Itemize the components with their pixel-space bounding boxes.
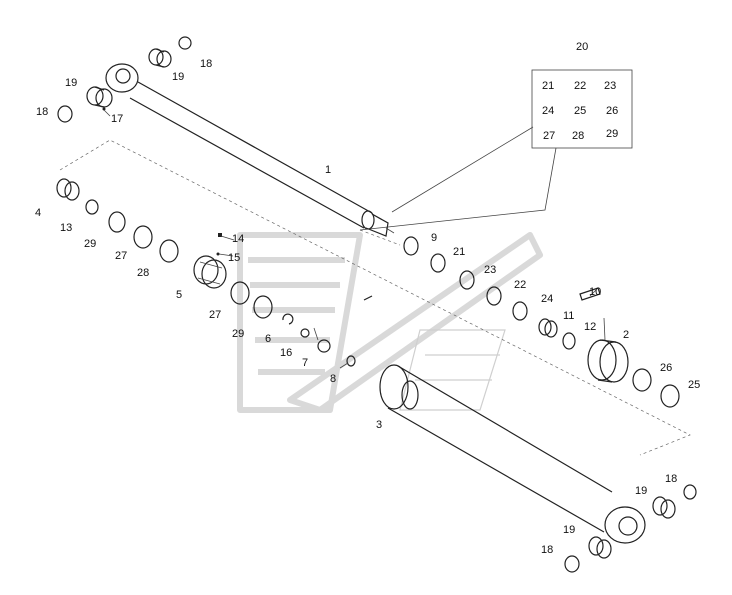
label-23: 23 xyxy=(484,264,496,276)
label-19b: 19 xyxy=(172,71,184,83)
label-3: 3 xyxy=(376,419,382,431)
label-27b: 27 xyxy=(209,309,221,321)
label-29b: 29 xyxy=(232,328,244,340)
label-19a: 19 xyxy=(65,77,77,89)
seal-kit-box: 20 21 22 23 24 25 26 27 28 29 xyxy=(531,41,633,149)
leader-lines xyxy=(103,109,606,369)
label-8: 8 xyxy=(330,373,336,385)
label-21: 21 xyxy=(453,246,465,258)
label-7: 7 xyxy=(302,357,308,369)
label-5: 5 xyxy=(176,289,182,301)
kit-item: 28 xyxy=(572,130,584,142)
bushings xyxy=(56,48,676,559)
label-17: 17 xyxy=(111,113,123,125)
label-18d: 18 xyxy=(541,544,553,556)
kit-item: 21 xyxy=(542,80,554,92)
cylinder-barrel xyxy=(379,364,646,544)
label-4: 4 xyxy=(35,207,41,219)
label-18a: 18 xyxy=(200,58,212,70)
label-1: 1 xyxy=(325,164,331,176)
small-parts xyxy=(102,107,373,367)
label-28: 28 xyxy=(137,267,149,279)
label-6: 6 xyxy=(265,333,271,345)
part-labels: 1 2 3 4 5 6 7 8 9 10 11 12 13 14 15 16 1… xyxy=(35,58,700,556)
label-29a: 29 xyxy=(84,238,96,250)
seal-rings xyxy=(57,36,697,573)
kit-item: 27 xyxy=(543,130,555,142)
kit-item: 26 xyxy=(606,105,618,117)
kit-item: 25 xyxy=(574,105,586,117)
label-18c: 18 xyxy=(665,473,677,485)
label-19c: 19 xyxy=(635,485,647,497)
center-lines xyxy=(59,139,691,456)
piston-rod xyxy=(105,63,395,237)
cylinder-head xyxy=(579,287,629,383)
kit-item: 23 xyxy=(604,80,616,92)
background-watermark xyxy=(237,232,543,413)
label-12: 12 xyxy=(584,321,596,333)
piston xyxy=(193,255,227,289)
label-14: 14 xyxy=(232,233,244,245)
label-13: 13 xyxy=(60,222,72,234)
label-18b: 18 xyxy=(36,106,48,118)
label-16: 16 xyxy=(280,347,292,359)
label-25: 25 xyxy=(688,379,700,391)
kit-item: 29 xyxy=(606,128,618,140)
label-27a: 27 xyxy=(115,250,127,262)
label-26: 26 xyxy=(660,362,672,374)
label-15: 15 xyxy=(228,252,240,264)
label-11: 11 xyxy=(563,310,574,322)
label-2: 2 xyxy=(623,329,629,341)
kit-item: 22 xyxy=(574,80,586,92)
kit-item: 24 xyxy=(542,105,554,117)
label-19d: 19 xyxy=(563,524,575,536)
label-9: 9 xyxy=(431,232,437,244)
label-24: 24 xyxy=(541,293,553,305)
label-10: 10 xyxy=(589,286,601,298)
label-22: 22 xyxy=(514,279,526,291)
kit-title: 20 xyxy=(576,41,588,53)
